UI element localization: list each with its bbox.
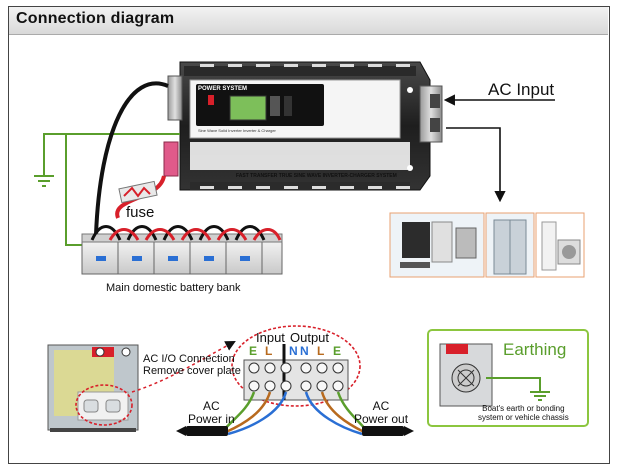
terminal-n-out: N [300,344,309,358]
input-label: Input [256,330,285,345]
negative-cable [94,81,169,236]
inverter-unit [179,61,431,191]
io-connection-line2: Remove cover plate [143,365,241,377]
battery-bank [81,225,283,275]
earthing-note: Boat's earth or bonding system or vehicl… [478,404,569,422]
terminal-l-in: L [265,344,273,358]
dc-terminals [163,75,183,177]
fuse-label: fuse [126,204,155,221]
appliance-images [389,212,585,278]
terminal-block [231,325,361,407]
callout-arrow [131,341,236,393]
earthing-title: Earthing [503,340,567,359]
ac-power-in-line2: Power in [188,412,235,426]
title-bar [9,7,608,35]
fuse-icon [118,180,158,204]
terminal-e-in: E [249,344,258,358]
battery-label: Main domestic battery bank [106,282,241,294]
page-title: Connection diagram [16,10,175,27]
ac-input-label: AC Input [488,80,555,99]
ac-power-in-label: AC Power in [188,400,235,426]
inverter-back-view [47,344,139,432]
ac-power-in-line1: AC [203,399,220,413]
ac-cables [176,426,414,436]
earthing-note-line1: Boat's earth or bonding [482,404,565,413]
terminal-e-out: E [333,344,342,358]
ac-power-out-line2: Power out [354,412,409,426]
inverter-panel-title: POWER SYSTEM [198,86,248,92]
inverter-footer: FAST TRANSFER TRUE SINE WAVE INVERTER-CH… [236,173,397,179]
earthing-note-line2: system or vehicle chassis [478,413,569,422]
terminal-n-in: N [289,344,298,358]
ac-output-line [446,127,506,203]
io-connection-line1: AC I/O Connection [143,353,235,365]
ground-symbol [34,133,180,246]
ac-terminals [419,85,443,143]
inverter-panel-subtitle: Sine Wave Solid Inverter Inverter & Char… [198,128,276,133]
io-connection-label: AC I/O Connection Remove cover plate [143,353,241,377]
ac-power-out-line1: AC [372,399,390,413]
earthing-box [427,329,589,427]
output-label: Output [290,330,330,345]
ac-power-out-label: AC Power out [354,400,408,426]
terminal-l-out: L [317,344,325,358]
